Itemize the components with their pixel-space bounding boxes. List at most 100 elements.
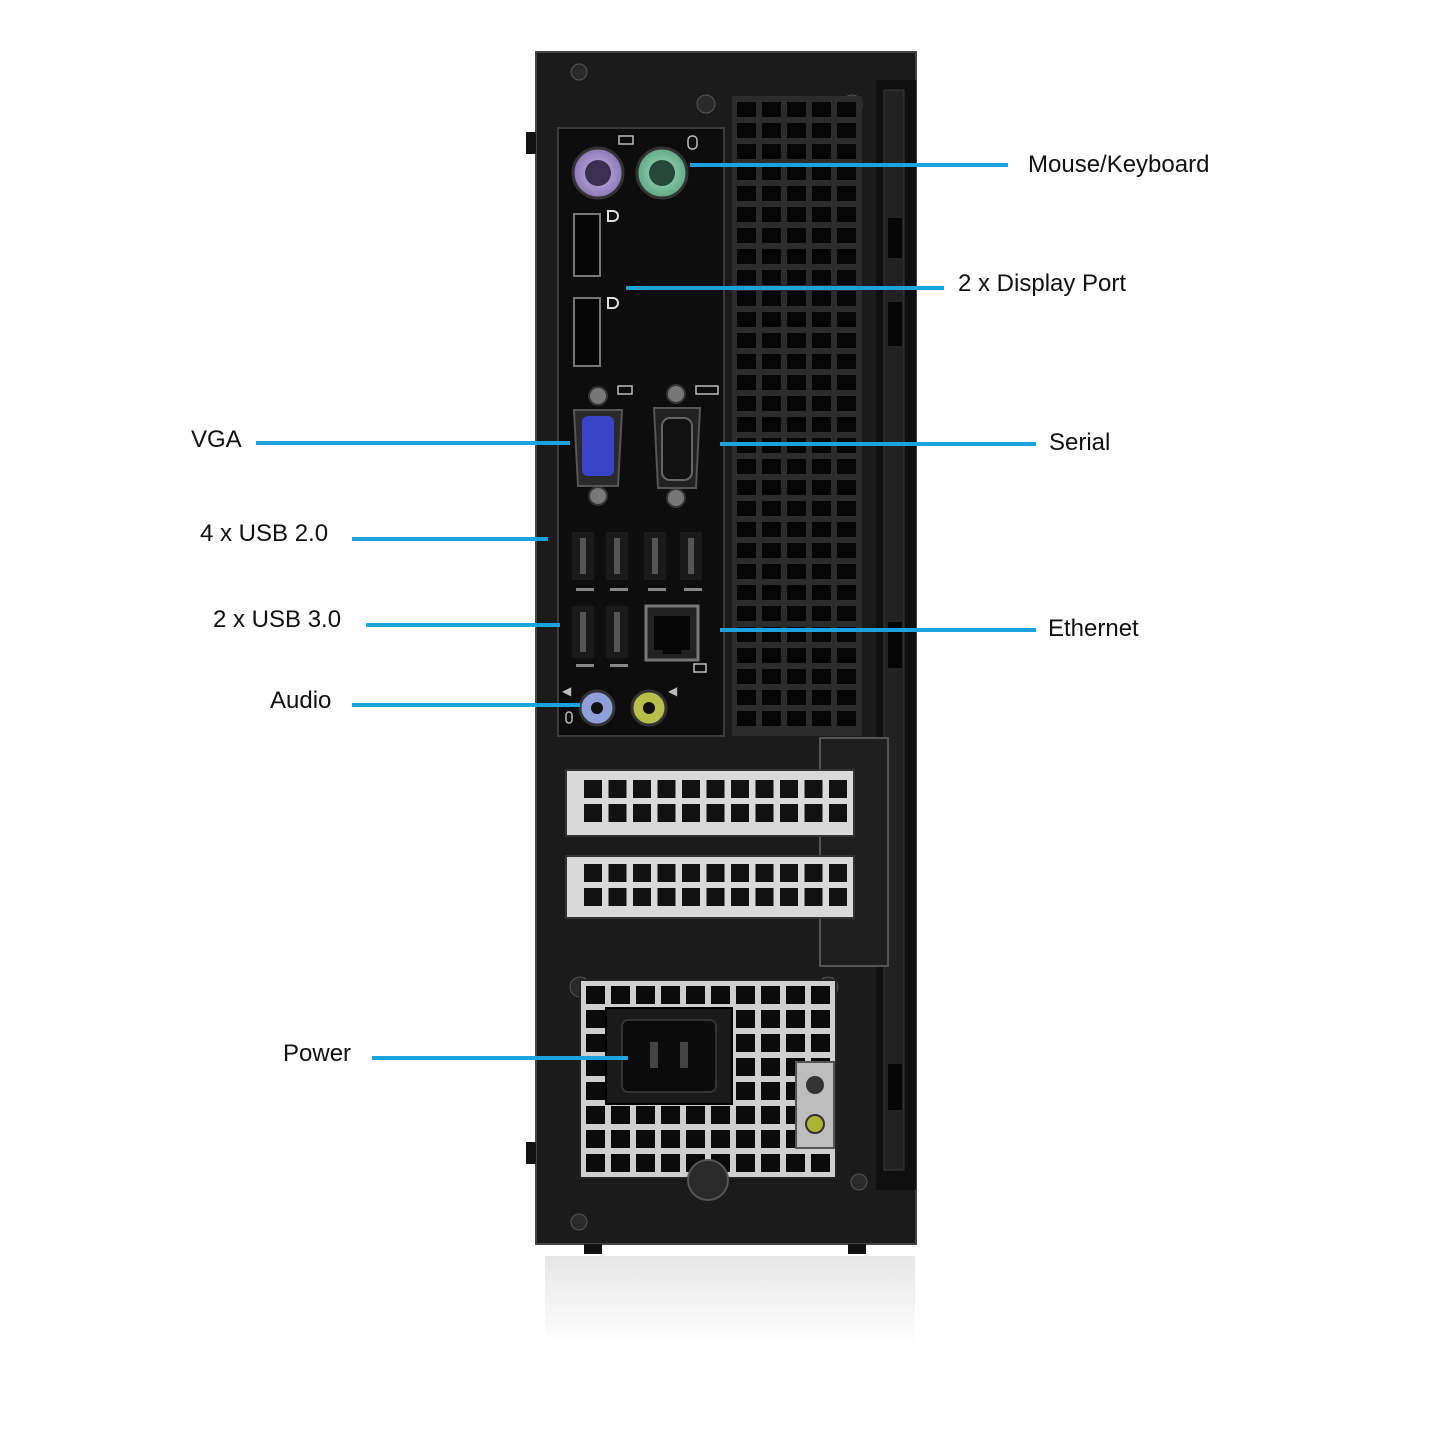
vent-hole — [837, 543, 856, 558]
expansion-slot-1 — [565, 769, 855, 837]
rim-slot — [888, 218, 902, 258]
psu-hole — [611, 1130, 630, 1148]
vent-hole — [787, 396, 806, 411]
vent-hole — [762, 354, 781, 369]
vent-hole — [787, 144, 806, 159]
psu-hole — [711, 1130, 730, 1148]
vent-hole — [737, 501, 756, 516]
slot-hole — [755, 780, 774, 798]
slot-hole — [780, 804, 798, 822]
vent-hole — [812, 480, 831, 495]
vent-hole — [812, 291, 831, 306]
psu-hole — [586, 1058, 605, 1076]
slot-hole — [584, 888, 602, 906]
slot-hole — [731, 888, 749, 906]
leader-mouse-keyboard — [690, 163, 1008, 167]
psu-hole — [611, 1106, 630, 1124]
vent-hole — [762, 375, 781, 390]
headphone-icon: ◀ — [562, 684, 572, 698]
psu-hole — [786, 1010, 805, 1028]
vent-hole — [837, 144, 856, 159]
vent-hole — [737, 375, 756, 390]
ss-usb-icon — [576, 664, 594, 667]
vent-hole — [812, 459, 831, 474]
vent-hole — [837, 669, 856, 684]
mouse-icon — [687, 135, 698, 150]
slot-hole — [731, 804, 749, 822]
slot-hole — [682, 780, 700, 798]
vent-hole — [812, 711, 831, 726]
psu-hole — [686, 1130, 705, 1148]
label-mouse-keyboard: Mouse/Keyboard — [1028, 151, 1210, 178]
psu-hole — [611, 986, 630, 1004]
psu-hole — [761, 1154, 780, 1172]
leader-usb2 — [352, 537, 548, 541]
vent-hole — [762, 522, 781, 537]
vent-hole — [737, 480, 756, 495]
vent-hole — [787, 207, 806, 222]
vent-hole — [737, 186, 756, 201]
slot-hole — [657, 804, 676, 822]
vent-hole — [737, 354, 756, 369]
vent-hole — [837, 711, 856, 726]
vent-hole — [737, 165, 756, 180]
vent-hole — [762, 144, 781, 159]
slot-hole — [657, 864, 676, 882]
slot-cover-holes — [584, 864, 847, 906]
psu-test-panel — [795, 1061, 835, 1149]
vent-hole — [737, 207, 756, 222]
psu-hole — [761, 1082, 780, 1100]
vent-hole — [812, 522, 831, 537]
vent-hole — [737, 690, 756, 705]
vent-hole — [737, 543, 756, 558]
foot — [848, 1244, 866, 1254]
vent-hole — [837, 291, 856, 306]
psu-hole — [611, 1154, 630, 1172]
vga-icon — [617, 385, 633, 395]
vent-hole — [812, 228, 831, 243]
slot-hole — [682, 888, 700, 906]
psu-hole — [636, 1130, 655, 1148]
vent-hole — [737, 585, 756, 600]
vent-hole — [737, 459, 756, 474]
vent-hole — [837, 186, 856, 201]
psu-hole — [661, 1130, 680, 1148]
vent-hole — [787, 522, 806, 537]
psu-hole — [586, 1106, 605, 1124]
vent-hole — [837, 501, 856, 516]
slot-hole — [657, 888, 676, 906]
psu-hole — [586, 1082, 605, 1100]
slot-hole — [755, 804, 774, 822]
vent-hole — [737, 522, 756, 537]
screw — [696, 94, 716, 114]
rim-slot — [888, 622, 902, 668]
psu-hole — [736, 986, 755, 1004]
vent-hole — [837, 123, 856, 138]
vent-hole — [737, 606, 756, 621]
vent-hole — [837, 564, 856, 579]
vent-hole — [837, 228, 856, 243]
vent-hole — [762, 690, 781, 705]
vent-hole — [787, 690, 806, 705]
vent-hole — [762, 291, 781, 306]
psu-test-button — [806, 1076, 824, 1094]
psu-hole — [761, 1034, 780, 1052]
vent-hole — [787, 291, 806, 306]
vent-hole — [762, 102, 781, 117]
vent-hole — [837, 270, 856, 285]
displayport-2 — [573, 297, 601, 367]
vent-hole — [787, 564, 806, 579]
usb-tongue — [652, 538, 658, 574]
usb-port-group — [572, 532, 702, 667]
psu-hole — [786, 1034, 805, 1052]
psu-hole — [661, 986, 680, 1004]
psu-hole — [736, 1010, 755, 1028]
vent-hole — [787, 711, 806, 726]
vent-hole — [837, 417, 856, 432]
vent-hole — [787, 543, 806, 558]
vent-hole — [812, 333, 831, 348]
vent-hole — [787, 354, 806, 369]
vent-hole — [837, 354, 856, 369]
vent-hole — [762, 249, 781, 264]
